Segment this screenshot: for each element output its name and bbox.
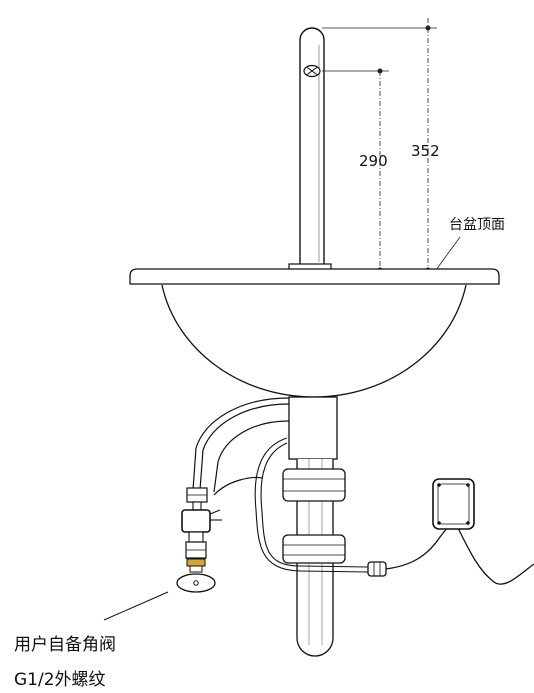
basin-top-label: 台盆顶面: [449, 217, 505, 233]
faucet-spout: [299, 27, 325, 268]
basin-rim: [129, 268, 500, 285]
dimension-290-label: 290: [359, 152, 388, 170]
control-box: [432, 478, 475, 530]
cable-connector: [367, 561, 387, 577]
angle-valve-handle: [176, 573, 216, 593]
supply-hoses: [192, 397, 290, 496]
angle-valve-label: 用户自备角阀: [14, 635, 116, 655]
dimension-352-label: 352: [411, 142, 440, 160]
valve-leader-line: [103, 591, 169, 621]
drain-nut-upper: [282, 468, 346, 502]
brass-fitting: [186, 558, 206, 573]
drain-nut-lower: [282, 534, 346, 564]
sensor-window: [303, 64, 321, 78]
thread-spec-label: G1/2外螺纹: [14, 670, 106, 690]
drain-pipe: [288, 396, 338, 657]
signal-cable: [254, 437, 534, 585]
solenoid-valve: [181, 487, 222, 559]
basin-bowl: [161, 284, 467, 398]
